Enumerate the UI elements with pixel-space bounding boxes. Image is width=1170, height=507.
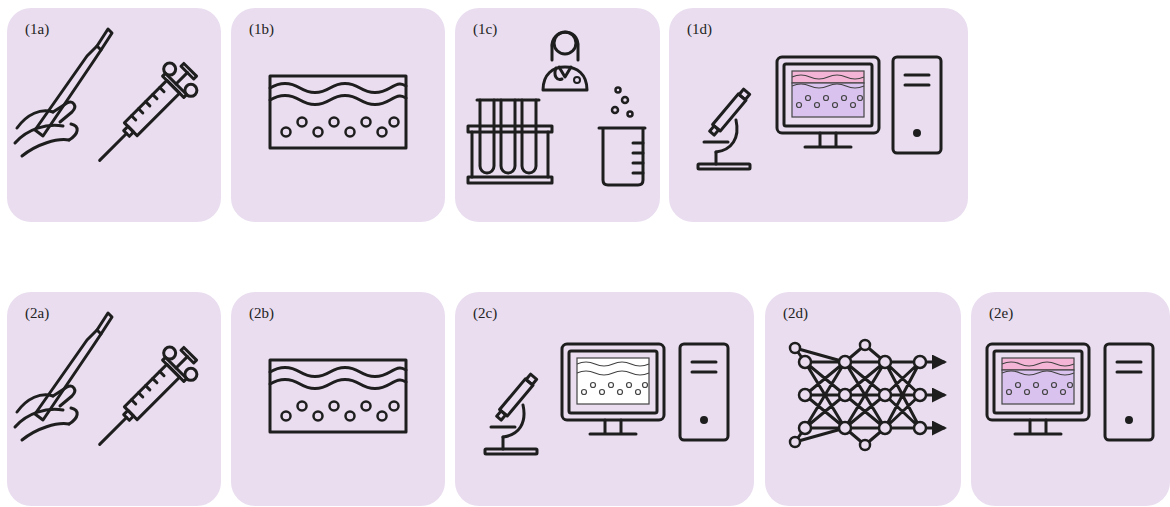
monitor-icon — [987, 344, 1089, 434]
virtually-stained-image — [1002, 358, 1074, 404]
monitor-icon — [777, 57, 879, 147]
surgical-tools-icon — [15, 29, 205, 175]
neural-network-icon — [790, 340, 944, 450]
step-panel: (1a) — [7, 8, 221, 222]
microscope-icon — [485, 374, 537, 454]
panel-label: (2c) — [473, 305, 497, 322]
step-panel: (2a) — [7, 292, 221, 506]
step-panel: (1b) — [231, 8, 445, 222]
panel-label: (1a) — [25, 21, 49, 38]
step-panel: (1c) — [455, 8, 660, 222]
stained-slide-image — [792, 71, 864, 117]
panel-label: (2b) — [249, 305, 274, 322]
surgical-tools-icon — [15, 313, 205, 459]
test-tubes-icon — [468, 100, 552, 183]
computer-tower-icon — [1105, 344, 1153, 440]
step-panel: (1d) — [669, 8, 968, 222]
step-panel: (2e) — [971, 292, 1170, 506]
doctor-icon — [543, 32, 587, 90]
panel-label: (2a) — [25, 305, 49, 322]
panel-label: (2e) — [989, 305, 1013, 322]
tissue-icon — [270, 360, 406, 432]
step-panel: (2d) — [765, 292, 961, 506]
beaker-icon — [599, 88, 645, 186]
panel-label: (1b) — [249, 21, 274, 38]
step-panel: (2c) — [455, 292, 754, 506]
panel-label: (2d) — [783, 305, 808, 322]
unstained-slide-image — [577, 358, 649, 404]
monitor-icon — [562, 344, 664, 434]
panel-label: (1c) — [473, 21, 497, 38]
microscope-icon — [698, 89, 750, 169]
computer-tower-icon — [680, 344, 728, 440]
step-panel: (2b) — [231, 292, 445, 506]
tissue-icon — [270, 76, 406, 148]
panel-label: (1d) — [687, 21, 712, 38]
computer-tower-icon — [893, 57, 941, 153]
